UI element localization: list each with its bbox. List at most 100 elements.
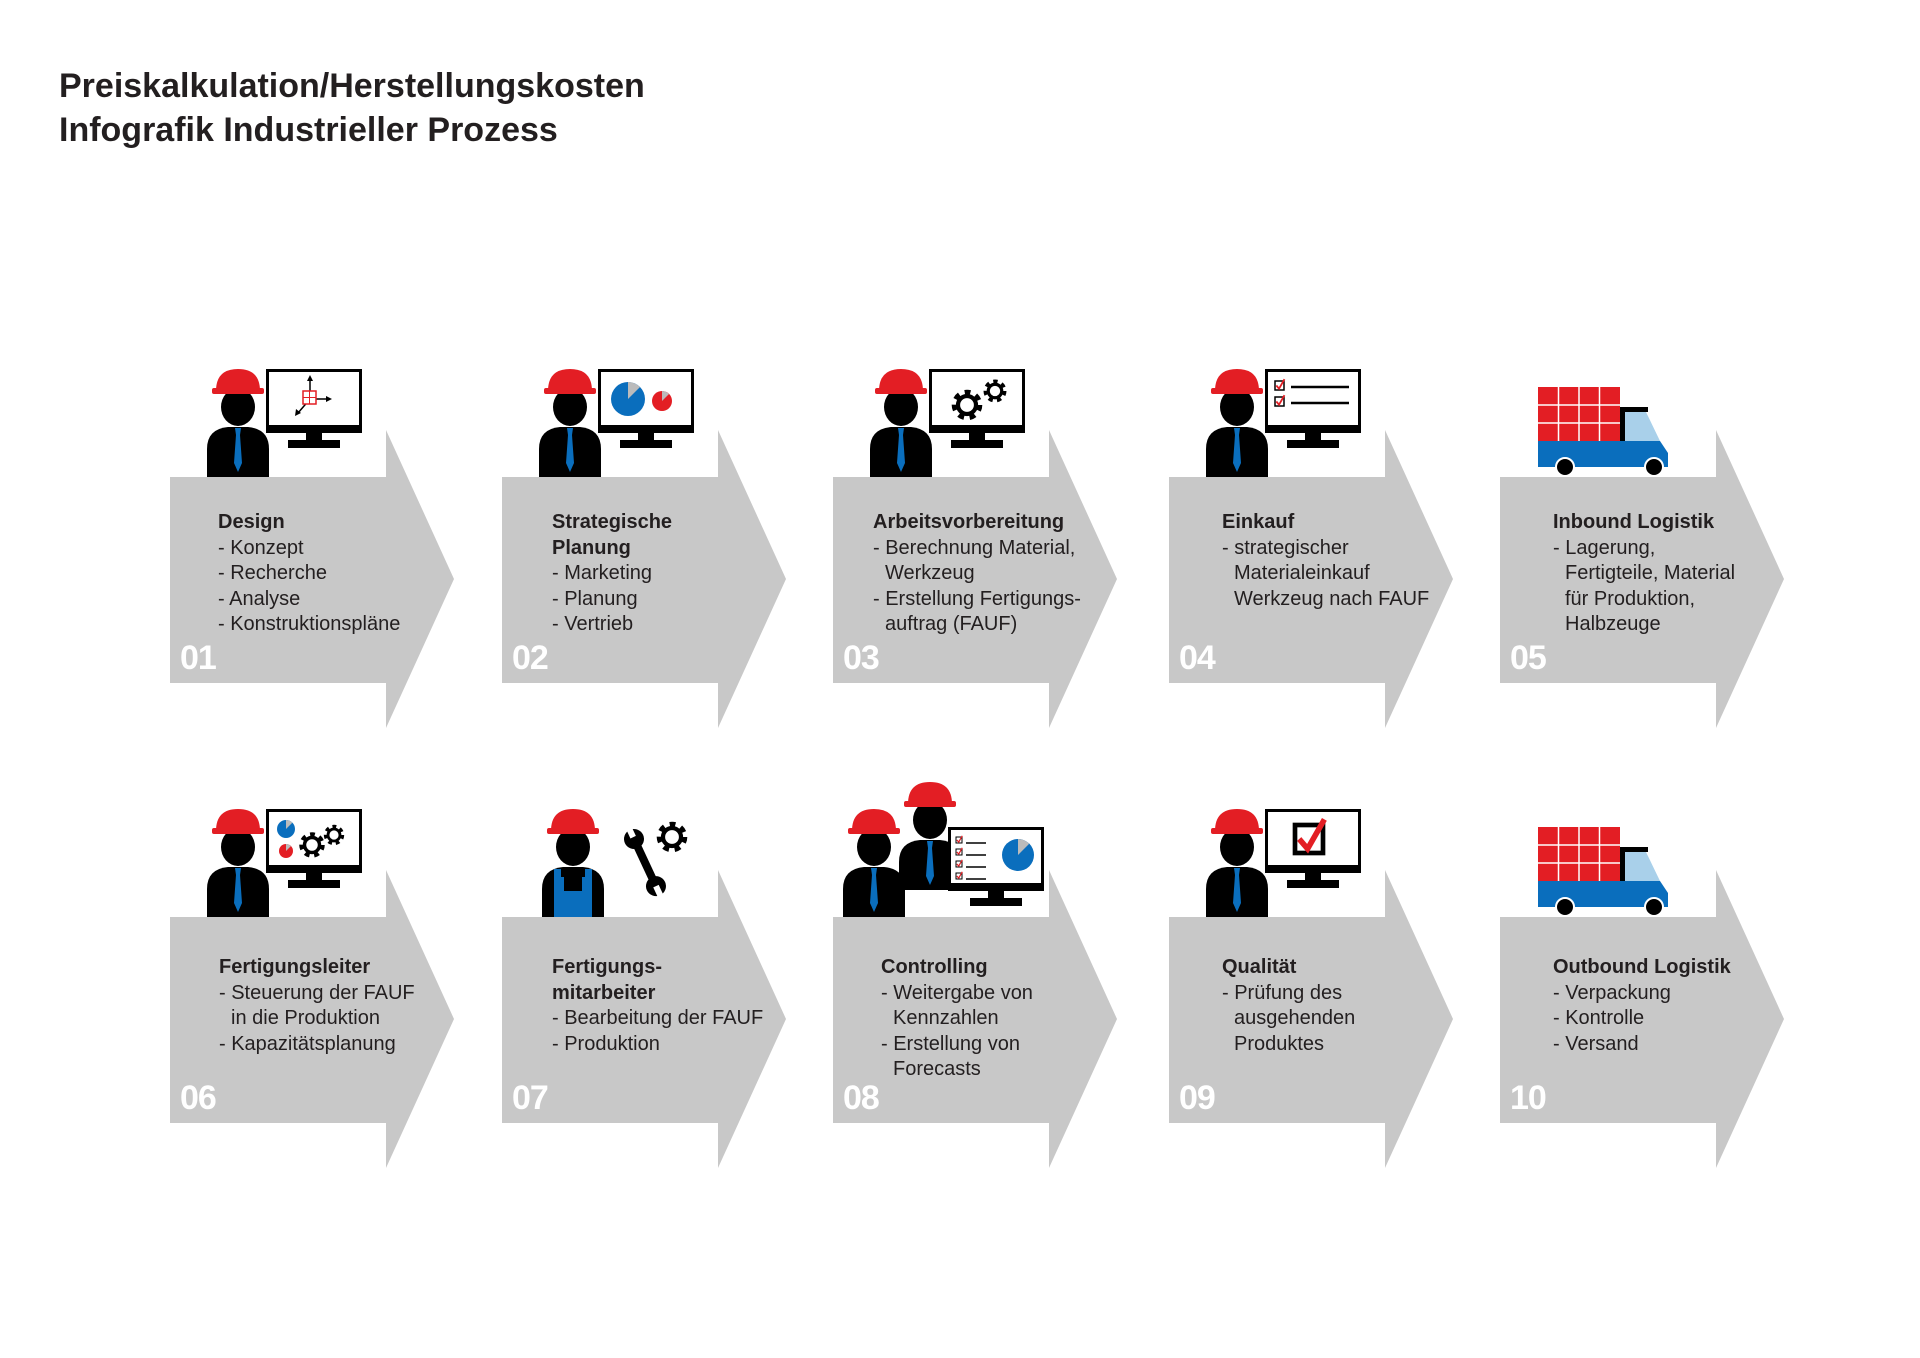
step-arrow [1169,430,1453,728]
truck-icon [1538,827,1668,917]
checkbox-icon [955,871,963,880]
step-text: Qualität - Prüfung des ausgehenden Produk… [1222,955,1462,1057]
worker-icon [1206,809,1268,917]
step-item: - Konzept [218,536,304,559]
step-item: - Bearbeitung der FAUF [552,1007,764,1029]
monitor-icon [1265,809,1361,888]
monitor-icon [266,369,362,448]
step-arrow [1500,430,1784,728]
step-title: Design [218,511,285,533]
gear-icon [299,832,325,858]
step-title: Outbound Logistik [1553,956,1731,978]
step-text: Strategische Planung- Marketing- Planung… [552,510,792,638]
step-text: Fertigungsleiter - Steuerung der FAUF in … [219,955,459,1057]
step-item: - Konstruktionspläne [218,613,401,635]
mechanic-icon [542,809,604,917]
gear-icon [656,821,688,853]
checkbox-icon [955,835,963,844]
monitor-icon [1265,369,1361,448]
step-number: 05 [1510,639,1547,677]
step-title: Controlling [881,956,988,978]
checkbox-icon [1274,394,1286,407]
pie-chart-icon [1002,839,1034,871]
step-item: - Produktion [552,1032,660,1055]
wrench-icon [624,826,666,899]
process-step-04: Einkauf - strategischer Materialeinkauf W… [1169,337,1459,777]
gear-icon [951,389,983,421]
worker-icon [870,369,932,477]
step-text: Einkauf - strategischer Materialeinkauf W… [1222,510,1462,612]
step-number: 07 [512,1079,549,1117]
worker-icon [207,809,269,917]
delivery-truck-icon [1538,827,1668,917]
worker-icon [1206,369,1268,477]
step-number: 02 [512,639,549,677]
step-item: - Weitergabe von Kennzahlen [881,981,1033,1030]
step-item: - Prüfung des ausgehenden Produktes [1222,981,1356,1055]
checkbox-icon [955,859,963,868]
step-item: - strategischer Materialeinkauf Werkzeug… [1222,536,1430,610]
worker-icon [539,369,601,477]
step-item: - Lagerung, Fertigteile, Material für Pr… [1553,536,1736,636]
step-item: - Erstellung Fertigungs- auftrag (FAUF) [873,587,1081,636]
step-text: Arbeitsvorbereitung - Berechnung Material… [873,510,1113,638]
pie-chart-icon [277,820,295,838]
step-title: Strategische Planung [552,511,673,559]
checkbox-icon [1292,818,1327,856]
process-step-01: Design- Konzept- Recherche- Analyse- Kon… [170,337,460,777]
step-item: - Kontrolle [1553,1007,1645,1029]
step-text: Fertigungs- mitarbeiter - Bearbeitung der… [552,955,792,1057]
process-step-08: Controlling - Weitergabe von Kennzahlen- … [833,777,1123,1217]
step-title: Arbeitsvorbereitung [873,511,1065,533]
worker-monitor-pies-gears-icon [207,809,362,917]
step-title: Inbound Logistik [1553,511,1715,533]
process-step-02: Strategische Planung- Marketing- Planung… [502,337,792,777]
worker-monitor-3d-cube-icon [207,369,362,477]
step-arrow [502,870,786,1168]
step-text: Outbound Logistik - Verpackung - Kontrolle… [1553,955,1793,1057]
step-item: - Kapazitätsplanung [219,1032,396,1055]
monitor-icon [948,827,1044,906]
step-number: 09 [1179,1079,1216,1117]
gear-icon [983,379,1007,403]
worker-icon [899,782,961,890]
truck-icon [1538,387,1668,477]
pie-chart-icon [652,391,672,411]
step-title: Qualität [1222,956,1297,978]
step-item: - Vertrieb [552,613,634,635]
step-number: 04 [1179,639,1216,677]
step-item: - Steuerung der FAUF in die Produktion [219,981,415,1030]
step-number: 08 [843,1079,880,1117]
step-number: 10 [1510,1079,1547,1117]
process-step-06: Fertigungsleiter - Steuerung der FAUF in … [170,777,460,1217]
step-item: - Erstellung von Forecasts [881,1032,1020,1081]
step-text: Inbound Logistik - Lagerung, Fertigteile,… [1553,510,1793,638]
step-item: - Versand [1553,1032,1639,1055]
step-title: Einkauf [1222,511,1295,533]
worker-monitor-pie-charts-icon [539,369,694,477]
team-monitor-checklist-pie-icon [843,782,1044,917]
worker-monitor-checkbox-icon [1206,809,1361,917]
step-item: - Verpackung [1553,981,1671,1004]
title-line-1: Preiskalkulation/Herstellungskosten [59,67,645,105]
step-arrow [1500,870,1784,1168]
step-item: - Berechnung Material, Werkzeug [873,536,1076,585]
step-arrow [170,430,454,728]
worker-monitor-gears-icon [870,369,1025,477]
pie-chart-icon [279,844,293,858]
step-item: - Recherche [218,562,327,584]
process-step-10: Outbound Logistik - Verpackung - Kontrolle… [1500,777,1790,1217]
pie-chart-icon [611,382,645,416]
process-step-03: Arbeitsvorbereitung - Berechnung Material… [833,337,1123,777]
step-number: 06 [180,1079,217,1117]
step-number: 03 [843,639,880,677]
step-arrow [1169,870,1453,1168]
step-text: Design- Konzept- Recherche- Analyse- Kon… [218,510,458,638]
gear-icon [323,824,345,846]
process-step-07: Fertigungs- mitarbeiter - Bearbeitung der… [502,777,792,1217]
title-line-2: Infografik Industrieller Prozess [59,111,558,149]
step-title: Fertigungs- mitarbeiter [552,956,662,1004]
step-item: - Planung [552,587,638,610]
step-title: Fertigungsleiter [219,956,371,978]
page-title: Preiskalkulation/Herstellungskosten Info… [59,64,645,152]
